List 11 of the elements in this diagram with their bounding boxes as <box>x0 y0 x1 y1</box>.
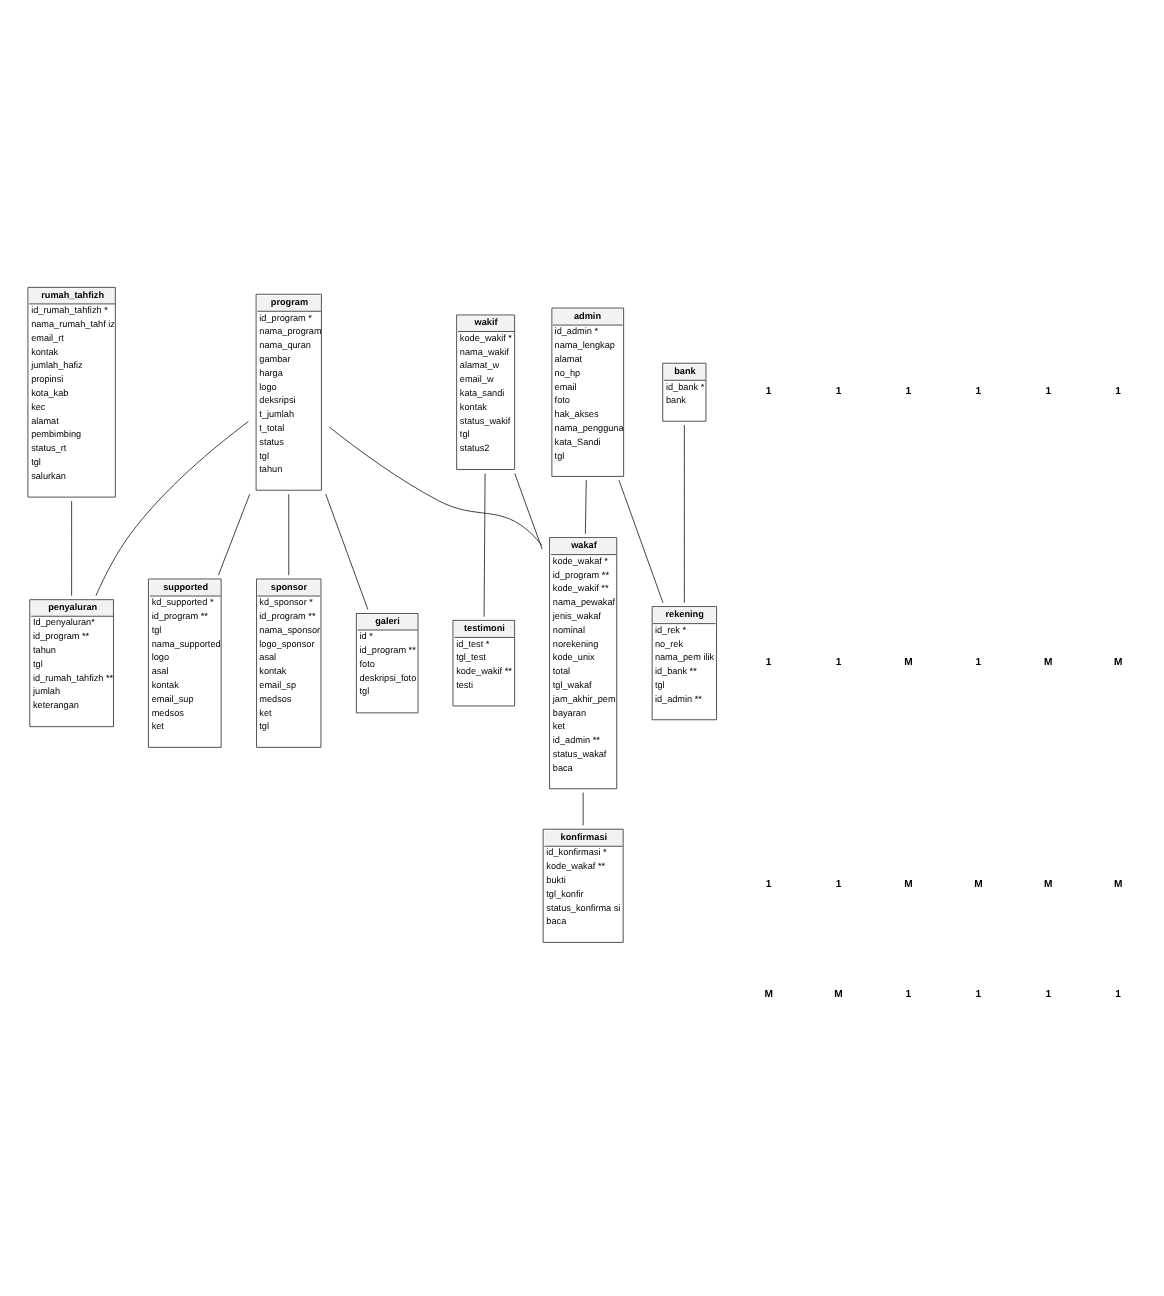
connector <box>217 493 251 576</box>
connector <box>683 424 685 604</box>
connector <box>71 500 73 597</box>
connector <box>328 426 543 546</box>
connector <box>514 473 543 550</box>
connector <box>288 493 290 576</box>
connector <box>325 493 369 610</box>
connector <box>483 473 486 618</box>
connector <box>618 479 664 604</box>
connector <box>584 479 587 535</box>
connector <box>582 792 584 826</box>
